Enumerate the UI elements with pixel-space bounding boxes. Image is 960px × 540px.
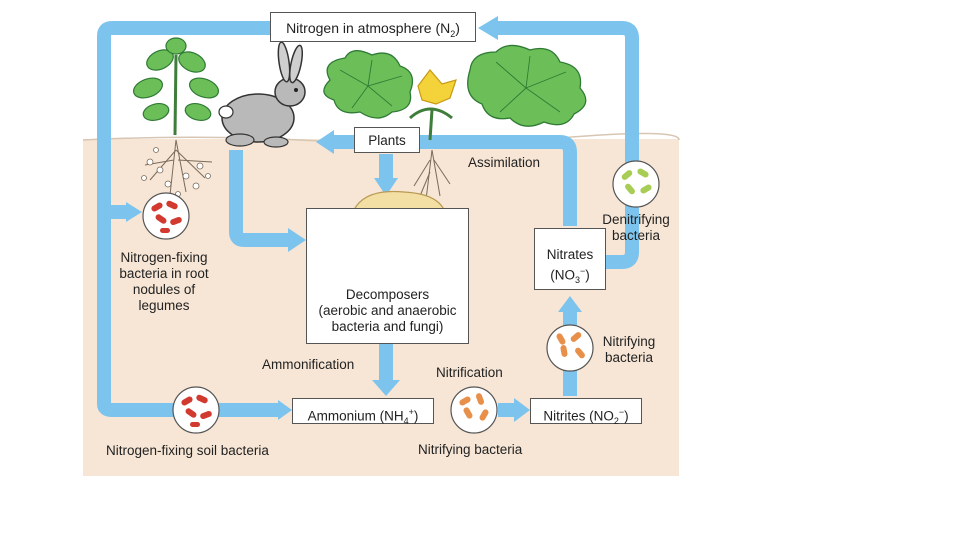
nitrates-formula: (NO3−) bbox=[535, 263, 605, 288]
ammonium-superscript: + bbox=[408, 407, 414, 417]
ammonification-label: Ammonification bbox=[262, 357, 355, 372]
nitrifying-right-line1: Nitrifying bbox=[602, 334, 656, 349]
denitrifying-line1: Denitrifying bbox=[602, 212, 670, 227]
plants-box: Plants bbox=[354, 127, 420, 153]
root-nodules-label: Nitrogen-fixing bacteria in root nodules… bbox=[108, 250, 220, 314]
arrow-denitrification bbox=[496, 21, 639, 269]
root-nodules-line2: bacteria in root bbox=[119, 266, 209, 281]
nitrates-box: Nitrates (NO3−) bbox=[534, 228, 606, 290]
root-nodules-line3: nodules of bbox=[132, 282, 196, 297]
ammonium-close: ) bbox=[413, 408, 419, 424]
atmosphere-close: ) bbox=[455, 20, 460, 36]
nitrites-label: Nitrites (NO bbox=[543, 408, 614, 424]
nitrates-subscript: 3 bbox=[574, 275, 580, 286]
arrowhead-nitrites bbox=[514, 398, 530, 422]
arrowhead-decomposers-left bbox=[288, 228, 306, 252]
nitrites-close: ) bbox=[624, 408, 629, 424]
decomposers-box: Decomposers (aerobic and anaerobic bacte… bbox=[306, 208, 469, 344]
nitrifying-right-label: Nitrifying bacteria bbox=[596, 334, 662, 366]
soil-bacteria-label: Nitrogen-fixing soil bacteria bbox=[106, 443, 269, 458]
decomposers-line2: (aerobic and anaerobic bbox=[318, 303, 457, 318]
nitrifying-bacteria-right-illustration bbox=[546, 324, 594, 372]
arrow-rabbit-to-decomposers bbox=[229, 150, 290, 247]
rabbit-illustration bbox=[218, 41, 306, 148]
atmosphere-label: Nitrogen in atmosphere (N bbox=[286, 20, 451, 36]
nodule-bacteria-illustration bbox=[142, 192, 190, 240]
denitrifying-line2: bacteria bbox=[611, 228, 661, 243]
arrowhead-plants bbox=[316, 130, 334, 154]
arrowhead-nodules bbox=[126, 202, 142, 222]
nitrates-superscript: − bbox=[580, 266, 586, 276]
arrowhead-soil-bacteria bbox=[278, 400, 292, 420]
denitrifying-bacteria-illustration bbox=[612, 160, 660, 208]
decomposers-line3: bacteria and fungi) bbox=[331, 319, 444, 334]
assimilation-label: Assimilation bbox=[468, 155, 541, 170]
soil-bacteria-illustration bbox=[172, 386, 220, 434]
nitrification-label: Nitrification bbox=[436, 365, 503, 380]
nitrates-close: ) bbox=[585, 267, 590, 283]
nitrifying-bottom-label: Nitrifying bacteria bbox=[418, 442, 523, 457]
root-nodules-line4: legumes bbox=[138, 298, 190, 313]
atmosphere-box: Nitrogen in atmosphere (N2) bbox=[270, 12, 476, 42]
nitrates-title: Nitrates bbox=[546, 247, 594, 262]
flowering-plant-illustration bbox=[323, 44, 587, 201]
root-nodules-line1: Nitrogen-fixing bbox=[120, 250, 208, 265]
arrow-assimilation bbox=[332, 135, 577, 226]
denitrifying-label: Denitrifying bacteria bbox=[596, 212, 676, 244]
nitrites-box: Nitrites (NO2−) bbox=[530, 398, 642, 427]
arrowhead-decomposers-top bbox=[374, 178, 398, 196]
arrow-atmosphere-left-loop bbox=[97, 21, 280, 417]
nitrites-subscript: 2 bbox=[613, 416, 619, 427]
plants-label: Plants bbox=[368, 133, 406, 148]
arrowhead-ammonium bbox=[372, 380, 400, 396]
nitrifying-right-line2: bacteria bbox=[604, 350, 654, 365]
nitrates-open: (NO bbox=[550, 267, 575, 283]
arrowhead-nitrates bbox=[558, 296, 582, 312]
ammonium-label: Ammonium (NH bbox=[307, 408, 404, 424]
ammonium-box: Ammonium (NH4+) bbox=[292, 398, 434, 427]
ammonium-subscript: 4 bbox=[403, 416, 409, 427]
legume-plant-illustration bbox=[132, 37, 220, 197]
arrowhead-atmosphere bbox=[478, 16, 498, 40]
decomposers-title: Decomposers bbox=[345, 287, 430, 302]
atmosphere-subscript: 2 bbox=[450, 28, 456, 39]
nitrifying-bacteria-bottom-illustration bbox=[450, 386, 498, 434]
nitrites-superscript: − bbox=[618, 407, 625, 417]
